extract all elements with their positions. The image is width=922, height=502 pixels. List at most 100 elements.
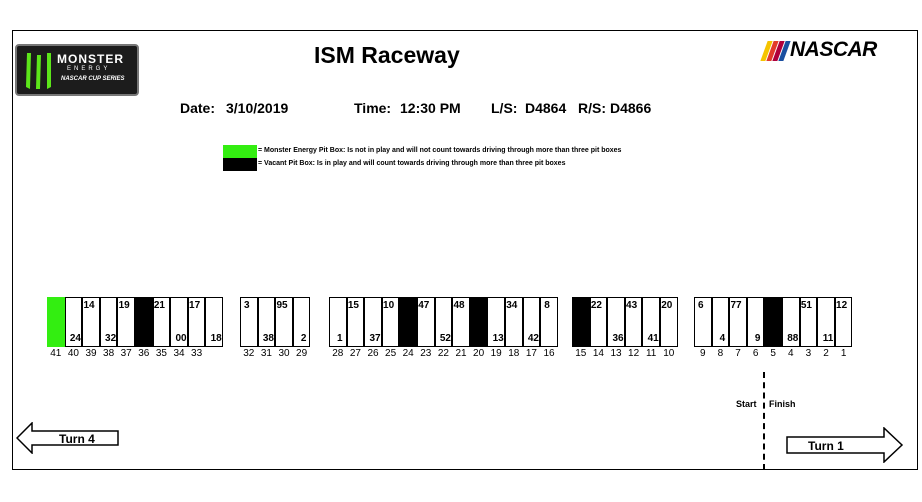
pit-number: 6 <box>752 348 759 359</box>
pit-box <box>729 297 747 347</box>
pit-box <box>117 297 135 347</box>
pit-number: 39 <box>85 348 97 359</box>
page-title: ISM Raceway <box>314 42 460 68</box>
rs-value: D4866 <box>610 100 652 116</box>
car-number: 12 <box>836 300 848 311</box>
car-number: 36 <box>612 333 624 344</box>
turn1-label: Turn 1 <box>808 439 844 453</box>
pit-box <box>292 297 311 347</box>
car-number: 4 <box>719 333 726 344</box>
monster-logo-line1: MONSTER <box>57 52 124 66</box>
finish-label: Finish <box>769 399 796 409</box>
pit-box <box>540 297 558 347</box>
car-number: 42 <box>527 333 539 344</box>
car-number: 3 <box>244 300 250 311</box>
pit-number: 21 <box>455 348 467 359</box>
car-number: 19 <box>118 300 130 311</box>
car-number: 20 <box>661 300 673 311</box>
diagram-frame <box>12 30 918 470</box>
nascar-logo-text: NASCAR <box>790 38 877 61</box>
car-number: 14 <box>83 300 95 311</box>
car-number: 00 <box>175 333 187 344</box>
monster-claw-icon <box>26 53 51 89</box>
time-value: 12:30 PM <box>400 100 461 116</box>
car-number: 22 <box>590 300 602 311</box>
car-number: 1 <box>337 333 343 344</box>
pit-box <box>642 297 660 347</box>
pit-box <box>99 297 118 347</box>
pit-number: 13 <box>610 348 622 359</box>
pit-box <box>452 297 470 347</box>
car-number: 43 <box>626 300 638 311</box>
pit-number: 17 <box>525 348 537 359</box>
car-number: 38 <box>262 333 274 344</box>
pit-box <box>364 297 382 347</box>
pit-number: 28 <box>332 348 344 359</box>
turn4-arrow-icon <box>16 422 119 454</box>
pit-number: 1 <box>840 348 847 359</box>
pit-box <box>275 297 293 347</box>
pit-number: 35 <box>155 348 167 359</box>
pit-number: 10 <box>663 348 675 359</box>
pit-box <box>170 297 188 347</box>
pit-box <box>624 297 643 347</box>
pit-box <box>152 297 171 347</box>
pit-box <box>205 297 223 347</box>
pit-number: 23 <box>420 348 432 359</box>
car-number: 9 <box>754 333 761 344</box>
pit-box <box>187 297 206 347</box>
pit-number: 8 <box>717 348 724 359</box>
ls-value: D4864 <box>525 100 567 116</box>
pit-box <box>746 297 765 347</box>
pit-box <box>817 297 835 347</box>
pit-number: 12 <box>628 348 640 359</box>
legend-text-monster: = Monster Energy Pit Box: Is not in play… <box>258 147 622 154</box>
pit-box <box>782 297 800 347</box>
pit-number: 4 <box>788 348 794 359</box>
ls-label: L/S: <box>491 100 518 116</box>
pit-number: 5 <box>770 348 776 359</box>
monster-logo-line3: NASCAR CUP SERIES <box>61 76 125 82</box>
pit-box <box>346 297 365 347</box>
pit-box <box>660 297 678 347</box>
pit-number: 32 <box>243 348 255 359</box>
pit-number: 29 <box>296 348 308 359</box>
car-number: 2 <box>300 333 307 344</box>
car-number: 24 <box>69 333 81 344</box>
pit-number: 2 <box>823 348 829 359</box>
car-number: 34 <box>506 300 518 311</box>
car-number: 15 <box>347 300 359 311</box>
car-number: 88 <box>787 333 799 344</box>
pit-number: 11 <box>645 348 657 359</box>
pit-box <box>135 297 153 347</box>
nascar-logo: NASCAR <box>760 38 902 64</box>
pit-number: 27 <box>349 348 361 359</box>
car-number: 51 <box>800 300 812 311</box>
car-number: 11 <box>822 333 834 344</box>
car-number: 41 <box>647 333 659 344</box>
car-number: 52 <box>439 333 451 344</box>
legend-swatch-monster <box>223 145 257 158</box>
monster-energy-logo: MONSTER ENERGY NASCAR CUP SERIES <box>15 44 139 96</box>
pit-number: 19 <box>490 348 502 359</box>
pit-box <box>469 297 488 347</box>
pit-box <box>607 297 625 347</box>
pit-number: 37 <box>120 348 132 359</box>
date-value: 3/10/2019 <box>226 100 289 116</box>
start-label: Start <box>736 399 757 409</box>
pit-box <box>764 297 782 347</box>
pit-box <box>694 297 712 347</box>
pit-box <box>589 297 608 347</box>
monster-logo-line2: ENERGY <box>67 66 111 72</box>
pit-number: 18 <box>508 348 520 359</box>
pit-number: 26 <box>367 348 379 359</box>
legend-swatch-vacant <box>223 158 257 171</box>
car-number: 37 <box>369 333 381 344</box>
pit-box <box>399 297 417 347</box>
car-number: 10 <box>383 300 395 311</box>
pit-number: 15 <box>575 348 587 359</box>
pit-box <box>329 297 347 347</box>
turn1-arrow-icon <box>786 427 904 463</box>
pit-number: 38 <box>103 348 115 359</box>
